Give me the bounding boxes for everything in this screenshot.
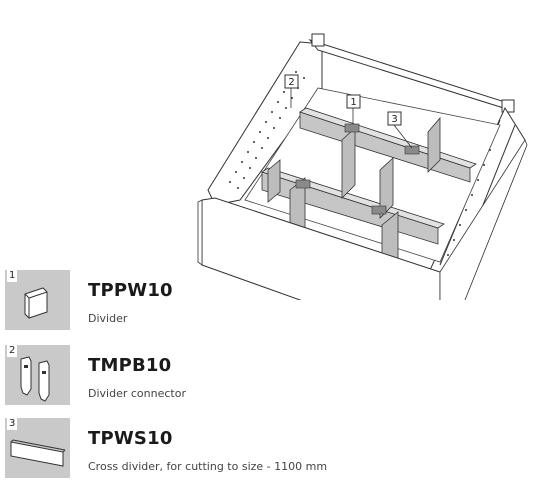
part-row-2: 2 TMPB10 Divider connector (0, 345, 550, 405)
part-description: Divider (88, 312, 128, 325)
cross-divider-1 (341, 127, 356, 199)
back-rail-cap-left (311, 33, 325, 47)
callout-3-label: 3 (391, 114, 397, 125)
divider-connector-4 (371, 205, 387, 215)
part-thumbnail-divider-connector: 2 (5, 345, 70, 405)
callout-1: 1 (346, 94, 361, 124)
part-number: 3 (7, 418, 18, 430)
part-number: 2 (7, 345, 18, 357)
callout-1-label: 1 (350, 97, 356, 108)
part-code: TMPB10 (88, 355, 172, 376)
part-description: Divider connector (88, 387, 186, 400)
part-thumbnail-divider: 1 (5, 270, 70, 330)
divider-icon (24, 287, 48, 319)
part-description: Cross divider, for cutting to size - 110… (88, 460, 328, 473)
drawer-front-panel-right (439, 139, 528, 300)
callout-3: 3 (387, 111, 413, 149)
drawer-front-edge (197, 199, 203, 266)
right-wall-perforations (447, 149, 491, 256)
divider-connector-1 (344, 123, 360, 133)
cross-divider-2 (427, 116, 441, 173)
callout-2: 2 (284, 74, 299, 108)
divider-connector-2 (404, 145, 420, 155)
cross-divider-4 (379, 157, 394, 219)
part-code: TPPW10 (88, 280, 173, 301)
part-thumbnail-cross-divider: 3 (5, 418, 70, 478)
part-row-1: 1 TPPW10 Divider (0, 270, 550, 330)
part-code: TPWS10 (88, 428, 173, 449)
callout-2-label: 2 (288, 77, 294, 88)
cross-divider-6 (267, 159, 281, 203)
part-row-3: 3 TPWS10 Cross divider, for cutting to s… (0, 418, 550, 478)
drawer-illustration: 2 1 3 (197, 33, 528, 300)
divider-connector-icon (20, 356, 50, 402)
divider-connector-3 (295, 179, 311, 189)
part-number: 1 (7, 270, 18, 282)
cross-divider-icon (10, 439, 66, 467)
